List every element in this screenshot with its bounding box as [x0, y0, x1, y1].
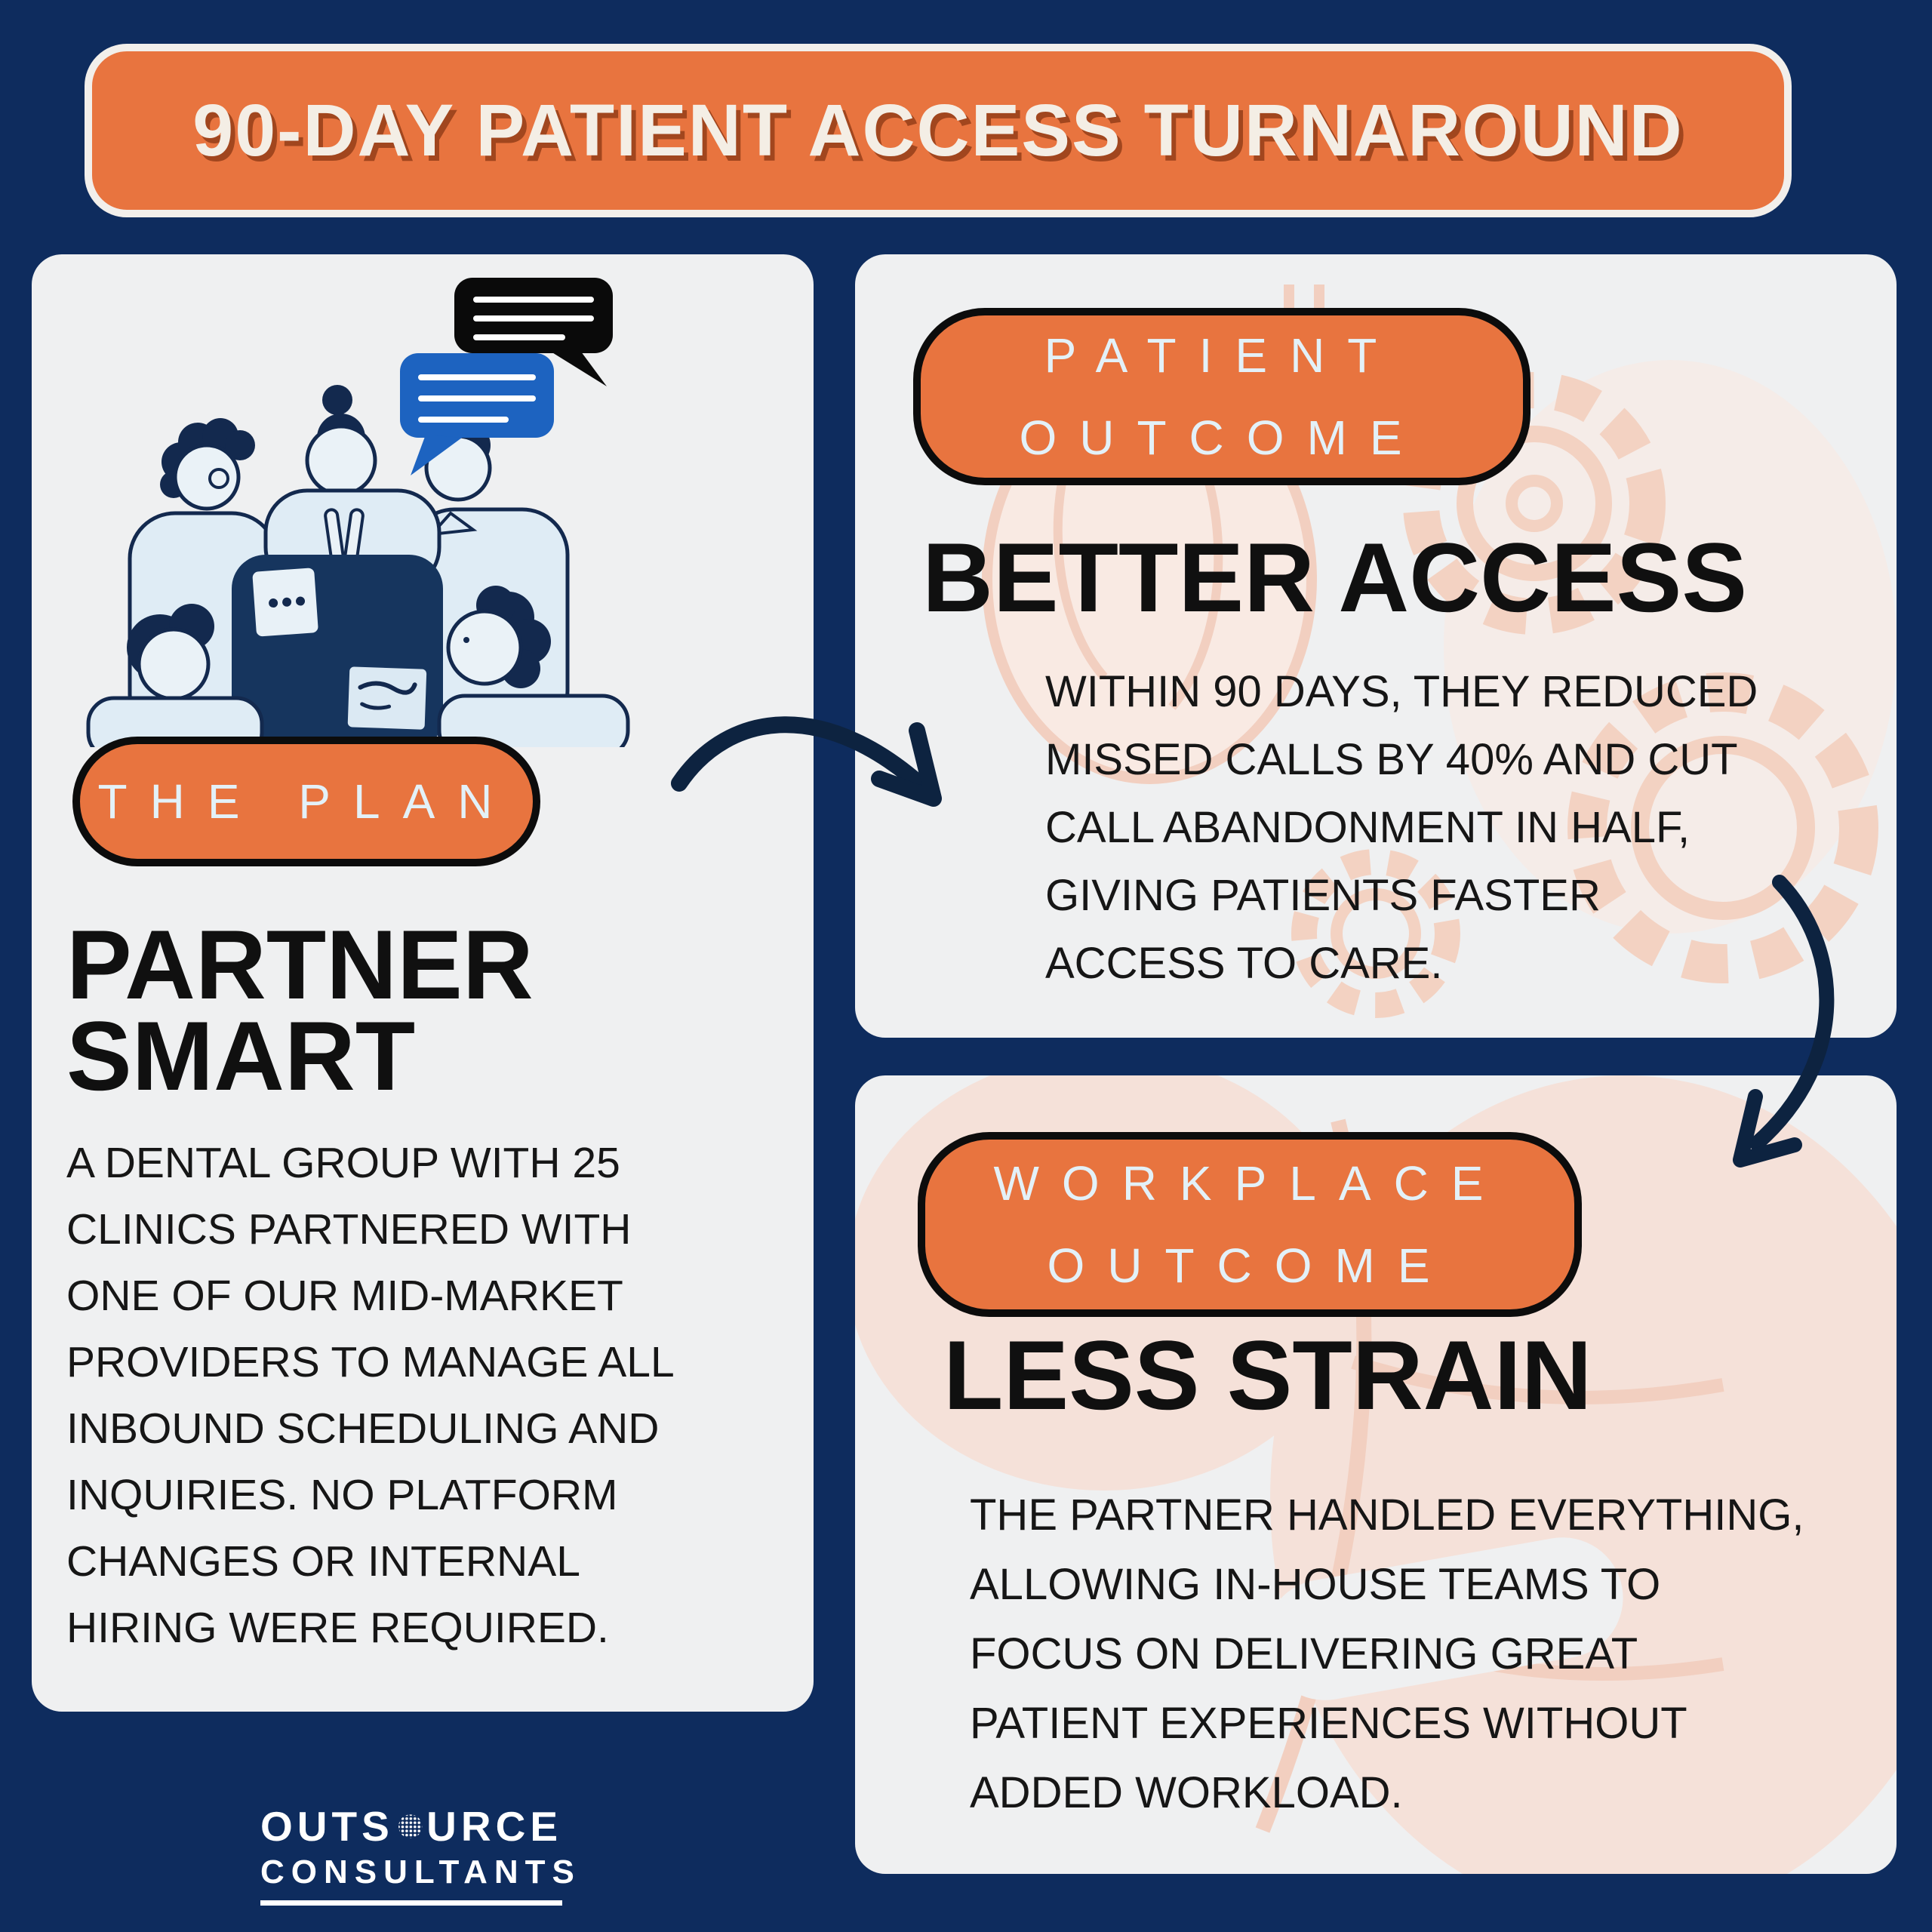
plan-panel: THE PLAN PARTNER SMART A DENTAL GROUP WI… — [32, 254, 814, 1712]
workplace-outcome-badge-label: WORKPLACE OUTCOME — [993, 1155, 1506, 1293]
workplace-heading: LESS STRAIN — [943, 1320, 1592, 1430]
person-bottom-right — [437, 586, 630, 747]
logo-subtext: CONSULTANTS — [260, 1854, 581, 1890]
team-meeting-illustration — [86, 278, 630, 747]
speech-bubble-black-icon — [454, 278, 613, 386]
person-bottom-left — [86, 604, 264, 747]
patient-outcome-panel: PATIENT OUTCOME BETTER ACCESS WITHIN 90 … — [855, 254, 1897, 1038]
workplace-outcome-panel: WORKPLACE OUTCOME LESS STRAIN THE PARTNE… — [855, 1075, 1897, 1874]
plan-badge: THE PLAN — [72, 737, 540, 866]
workplace-outcome-badge: WORKPLACE OUTCOME — [918, 1132, 1582, 1317]
plan-body: A DENTAL GROUP WITH 25 CLINICS PARTNERED… — [66, 1139, 675, 1652]
logo-wordmark: OUTS URCE — [260, 1802, 562, 1850]
brand-logo: OUTS URCE CONSULTANTS — [260, 1802, 581, 1906]
logo-text-right: URCE — [426, 1803, 562, 1850]
page-title: 90-DAY PATIENT ACCESS TURNAROUND — [192, 89, 1684, 171]
header-banner: 90-DAY PATIENT ACCESS TURNAROUND — [85, 44, 1792, 217]
plan-heading: PARTNER SMART — [66, 909, 534, 1111]
patient-outcome-badge-label: PATIENT OUTCOME — [1019, 328, 1425, 465]
patient-heading: BETTER ACCESS — [922, 522, 1748, 632]
logo-text-left: OUTS — [260, 1803, 394, 1850]
patient-body: WITHIN 90 DAYS, THEY REDUCED MISSED CALL… — [1045, 667, 1758, 988]
plan-badge-label: THE PLAN — [97, 774, 515, 829]
meeting-table — [232, 555, 443, 747]
patient-outcome-badge: PATIENT OUTCOME — [913, 308, 1531, 485]
speech-bubble-blue-icon — [400, 353, 554, 475]
logo-underline — [260, 1900, 562, 1906]
globe-icon — [398, 1814, 423, 1838]
flow-arrow-right-icon — [671, 716, 942, 807]
workplace-body: THE PARTNER HANDLED EVERYTHING, ALLOWING… — [970, 1491, 1804, 1817]
flow-arrow-down-icon — [1733, 875, 1835, 1168]
